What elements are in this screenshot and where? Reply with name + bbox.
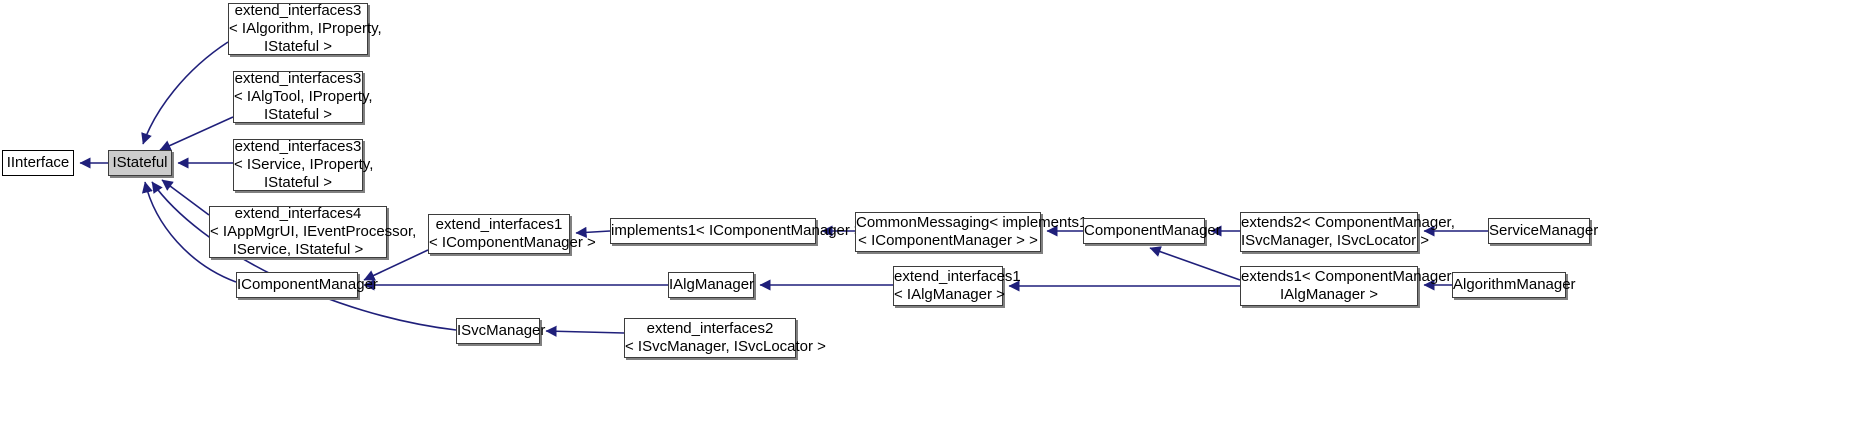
- node-extend-interfaces1-icomponentmanager-label: extend_interfaces1 < IComponentManager >: [429, 216, 596, 251]
- node-commonmessaging-implements1[interactable]: CommonMessaging< implements1 < IComponen…: [855, 212, 1088, 252]
- edge-ei3-algorithm-istateful: [141, 41, 229, 145]
- node-extends1-componentmanager-label: extends1< ComponentManager, IAlgManager …: [1241, 268, 1455, 303]
- node-extends2-componentmanager[interactable]: extends2< ComponentManager, ISvcManager,…: [1240, 212, 1455, 252]
- node-implements1-icomponentmanager-label: implements1< IComponentManager >: [611, 222, 863, 239]
- edge-extends1-componentmanager: [1149, 246, 1241, 281]
- node-extend-interfaces3-ialgtool[interactable]: extend_interfaces3 < IAlgTool, IProperty…: [233, 70, 373, 123]
- node-extend-interfaces1-ialgmanager-label: extend_interfaces1 < IAlgManager >: [894, 268, 1021, 303]
- node-extend-interfaces3-ialgorithm-label: extend_interfaces3 < IAlgorithm, IProper…: [229, 2, 382, 55]
- edge-ei4-appmgrui-istateful: [161, 179, 210, 216]
- node-icomponentmanager-label: IComponentManager: [237, 276, 378, 293]
- node-extends2-componentmanager-label: extends2< ComponentManager, ISvcManager,…: [1241, 214, 1455, 249]
- node-extend-interfaces1-ialgmanager[interactable]: extend_interfaces1 < IAlgManager >: [893, 266, 1021, 306]
- node-extend-interfaces2-isvcmanager-label: extend_interfaces2 < ISvcManager, ISvcLo…: [625, 320, 826, 355]
- edge-ei3-algtool-istateful: [159, 116, 234, 151]
- node-componentmanager[interactable]: ComponentManager: [1083, 218, 1221, 244]
- node-servicemanager[interactable]: ServiceManager: [1488, 218, 1599, 244]
- node-algorithmmanager-label: AlgorithmManager: [1453, 276, 1576, 293]
- node-istateful-label: IStateful: [112, 154, 168, 171]
- edge-ei2-isvcmanager-isvcmanager: [545, 325, 625, 337]
- node-extends1-componentmanager[interactable]: extends1< ComponentManager, IAlgManager …: [1240, 266, 1455, 306]
- node-extend-interfaces3-ialgtool-label: extend_interfaces3 < IAlgTool, IProperty…: [234, 70, 373, 123]
- edge-implements1-ei1icm: [575, 226, 611, 238]
- node-isvcmanager-label: ISvcManager: [457, 322, 546, 339]
- node-ialgmanager[interactable]: IAlgManager: [668, 272, 754, 298]
- node-extend-interfaces3-iservice-label: extend_interfaces3 < IService, IProperty…: [234, 138, 374, 191]
- node-extend-interfaces1-icomponentmanager[interactable]: extend_interfaces1 < IComponentManager >: [428, 214, 596, 254]
- node-extend-interfaces2-isvcmanager[interactable]: extend_interfaces2 < ISvcManager, ISvcLo…: [624, 318, 826, 358]
- node-iinterface[interactable]: IInterface: [2, 150, 74, 176]
- node-extend-interfaces3-ialgorithm[interactable]: extend_interfaces3 < IAlgorithm, IProper…: [228, 2, 382, 55]
- node-algorithmmanager[interactable]: AlgorithmManager: [1452, 272, 1576, 298]
- node-componentmanager-label: ComponentManager: [1084, 222, 1221, 239]
- node-commonmessaging-implements1-label: CommonMessaging< implements1 < IComponen…: [856, 214, 1088, 249]
- node-extend-interfaces3-iservice[interactable]: extend_interfaces3 < IService, IProperty…: [233, 138, 374, 191]
- node-extend-interfaces4-iappmgrui-label: extend_interfaces4 < IAppMgrUI, IEventPr…: [210, 205, 417, 258]
- node-servicemanager-label: ServiceManager: [1489, 222, 1599, 239]
- node-iinterface-label: IInterface: [6, 154, 70, 171]
- node-isvcmanager[interactable]: ISvcManager: [456, 318, 546, 344]
- node-ialgmanager-label: IAlgManager: [669, 276, 755, 293]
- node-icomponentmanager[interactable]: IComponentManager: [236, 272, 378, 298]
- node-implements1-icomponentmanager[interactable]: implements1< IComponentManager >: [610, 218, 863, 244]
- node-extend-interfaces4-iappmgrui[interactable]: extend_interfaces4 < IAppMgrUI, IEventPr…: [209, 205, 417, 258]
- node-istateful[interactable]: IStateful: [108, 150, 172, 176]
